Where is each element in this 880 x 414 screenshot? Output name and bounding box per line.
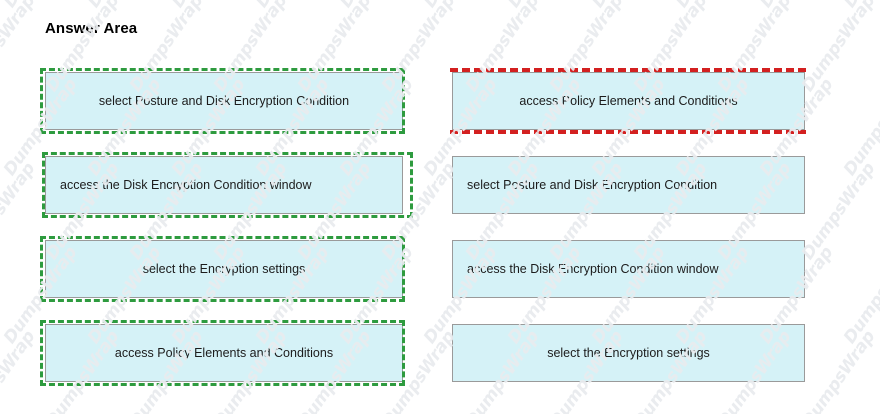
source-step-3-label: select the Encryption settings [142, 261, 306, 276]
source-step-4-label: access Policy Elements and Conditions [114, 345, 334, 360]
answer-step-3[interactable]: access the Disk Encryption Condition win… [452, 240, 805, 298]
page-title: Answer Area [45, 20, 138, 37]
source-step-2[interactable]: access the Disk Encryption Condition win… [42, 152, 413, 218]
source-step-1[interactable]: select Posture and Disk Encryption Condi… [40, 68, 405, 134]
source-step-1-label: select Posture and Disk Encryption Condi… [98, 93, 350, 108]
answer-step-4[interactable]: select the Encryption settings [452, 324, 805, 382]
source-step-4[interactable]: access Policy Elements and Conditions [40, 320, 405, 386]
source-steps-column: select Posture and Disk Encryption Condi… [40, 68, 413, 408]
answer-step-3-label: access the Disk Encryption Condition win… [467, 261, 719, 276]
answer-step-2[interactable]: select Posture and Disk Encryption Condi… [452, 156, 805, 214]
ordered-answer-steps-column: access Policy Elements and Conditions sel… [450, 68, 806, 408]
source-step-3[interactable]: select the Encryption settings [40, 236, 405, 302]
answer-step-1[interactable]: access Policy Elements and Conditions [450, 68, 806, 134]
answer-step-2-label: select Posture and Disk Encryption Condi… [467, 177, 718, 192]
source-step-2-label: access the Disk Encryption Condition win… [60, 177, 312, 192]
answer-step-1-label: access Policy Elements and Conditions [519, 93, 738, 108]
answer-step-4-label: select the Encryption settings [547, 345, 710, 360]
